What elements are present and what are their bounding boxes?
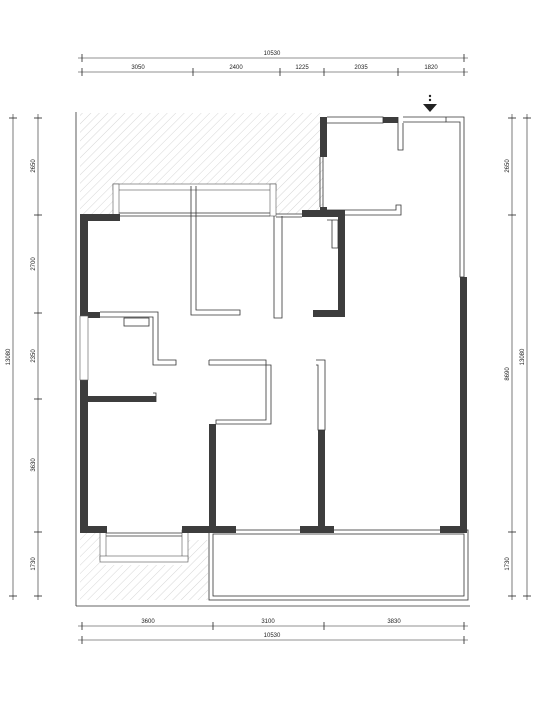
- left-dimension-chain: 13080 2650 2700 2350 3630 1730: [6, 114, 42, 600]
- bottom-bay-window: [99, 529, 189, 563]
- entrance-arrow-icon: [423, 94, 437, 112]
- top-dimension-chain: 10530 3050 2400 1225 2035 1820: [78, 51, 468, 76]
- left-dim-5: 1730: [31, 557, 37, 571]
- exterior-hatch: [76, 113, 323, 600]
- right-dim-3: 1730: [505, 557, 511, 571]
- bottom-dim-1: 3600: [141, 619, 155, 625]
- left-dim-1: 2650: [31, 159, 37, 173]
- right-overall-dim: 13080: [520, 348, 526, 365]
- bottom-dimension-chain: 3600 3100 3830 10530: [78, 619, 468, 644]
- left-dim-3: 2350: [31, 349, 37, 363]
- top-dim-5: 1820: [424, 65, 438, 71]
- left-dim-4: 3630: [31, 458, 37, 472]
- thin-walls: [100, 116, 465, 431]
- top-balcony: [112, 183, 302, 218]
- bottom-dim-3: 3830: [387, 619, 401, 625]
- top-dim-2: 2400: [229, 65, 243, 71]
- right-dimension-chain: 2650 8690 1730 13080: [505, 114, 531, 600]
- left-dim-2: 2700: [31, 257, 37, 271]
- top-overall-dim: 10530: [264, 51, 281, 57]
- top-dim-4: 2035: [354, 65, 368, 71]
- right-dim-1: 2650: [505, 159, 511, 173]
- top-dim-1: 3050: [131, 65, 145, 71]
- right-dim-2: 8690: [505, 367, 511, 381]
- bottom-dim-2: 3100: [261, 619, 275, 625]
- top-dim-3: 1225: [295, 65, 309, 71]
- outline-lines: [75, 112, 470, 607]
- left-overall-dim: 13080: [6, 348, 12, 365]
- bottom-overall-dim: 10530: [264, 633, 281, 639]
- walls: [79, 117, 467, 533]
